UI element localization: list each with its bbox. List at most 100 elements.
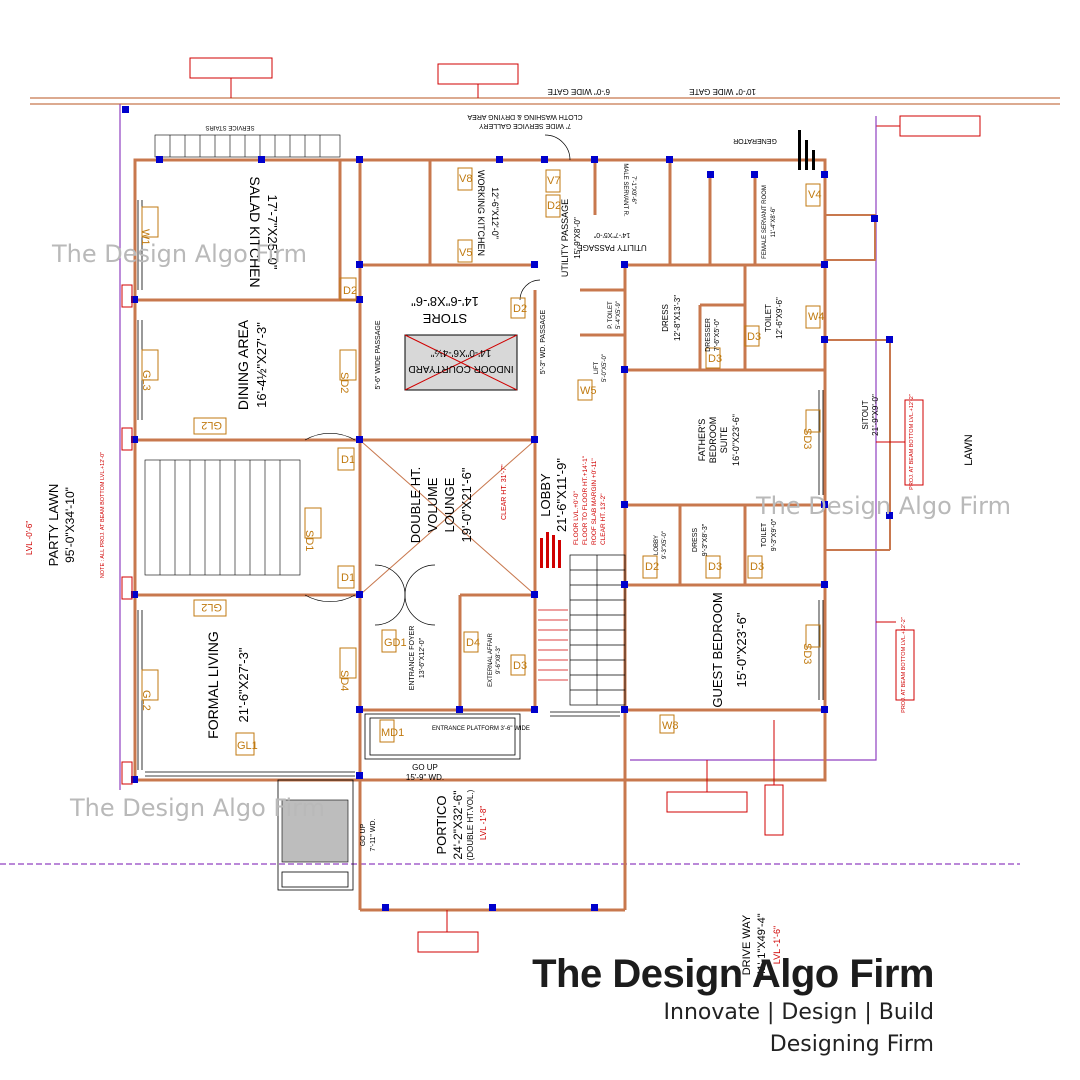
dresser-name: DRESSER	[705, 318, 712, 352]
female-servant-size: 11'-4"X8'-6"	[771, 207, 777, 238]
lobby-note-3: ROOF SLAB MARGIN +0'-11"	[591, 458, 598, 545]
red-bars-icon	[540, 532, 561, 568]
male-servant-name: MALE SERVANT R.	[622, 163, 628, 217]
lawn-name: LAWN	[963, 434, 975, 465]
svg-text:SD4: SD4	[338, 670, 350, 691]
p-toilet-size: 5'-4"X5'-9"	[616, 301, 622, 329]
lift-size: 5'-0"X5'-0"	[602, 354, 608, 382]
svg-text:SD3: SD3	[801, 643, 813, 664]
lobby-size: 21'-6"X11'-9"	[554, 458, 569, 532]
portico-size: 24'-2"X32'-6"	[451, 790, 465, 859]
lvl-party-label: LVL -0'-6"	[25, 521, 34, 555]
svg-text:D1: D1	[341, 572, 355, 584]
utility-passage2-size: 14'-7"X5'-0"	[593, 231, 630, 238]
female-servant-name: FEMALE SERVANT ROOM	[762, 185, 768, 259]
svg-text:MD1: MD1	[381, 727, 404, 739]
road-lines	[30, 97, 1060, 105]
dining-name: DINING AREA	[235, 319, 251, 410]
svg-text:V7: V7	[547, 175, 560, 187]
svg-text:GL2: GL2	[201, 419, 222, 431]
service-gallery-label: 7' WIDE SERVICE GALLERY	[479, 122, 571, 129]
opening-tags	[141, 167, 821, 756]
ramp-hatch	[281, 799, 349, 863]
door-swings	[304, 134, 571, 626]
svg-text:D3: D3	[513, 660, 527, 672]
sitout-name: SITOUT	[861, 400, 870, 429]
gate-label-1: 6'-0" WIDE GATE	[548, 87, 610, 96]
salad-kitchen-name: SALAD KITCHEN	[247, 176, 263, 287]
svg-text:D2: D2	[343, 285, 357, 297]
party-lawn-name: PARTY LAWN	[46, 484, 61, 567]
lobby-name: LOBBY	[538, 473, 553, 517]
entrance-foyer-size: 13'-6"X12'-0"	[419, 637, 426, 678]
indoor-courtyard	[404, 334, 518, 391]
dress1-size: 12'-8"X13'-3"	[673, 295, 682, 341]
fathers-size: 16'-0"X23'-6"	[731, 414, 741, 466]
annotation-texts: GO UP 15'-9" WD. GO UP 7'-11" WD. ENTRAN…	[25, 394, 915, 977]
formal-living-size: 21'-6"X27'-3"	[236, 647, 251, 722]
toilet2-size: 9'-3"X9'-0"	[771, 518, 778, 551]
svg-text:GL2: GL2	[140, 690, 152, 711]
fathers-line-2: BEDROOM	[708, 417, 718, 464]
lobby-small-name: LOBBY	[654, 535, 660, 555]
fathers-line-1: FATHER'S	[697, 419, 707, 462]
entrance-platform	[277, 713, 521, 891]
go-up-2-width: 7'-11" WD.	[370, 819, 377, 852]
building-walls	[133, 158, 827, 912]
svg-text:SD2: SD2	[338, 372, 350, 393]
svg-text:D3: D3	[708, 353, 722, 365]
utility-passage2-name: UTILITY PASSAGE	[577, 243, 647, 252]
lobby-note-2: FLOOR TO FLOOR HT.+14'-1"	[582, 455, 589, 545]
room-labels: SALAD KITCHEN 17'-7"X25'-0" DINING AREA …	[46, 113, 975, 860]
lounge-line-1: DOUBLE HT.	[408, 467, 423, 544]
svg-text:V8: V8	[459, 173, 472, 185]
note-proj-label: NOTE : ALL PROJ. AT BEAM BOTTOM LVL.+12'…	[100, 452, 106, 578]
watermark-right-middle: The Design Algo Firm	[756, 492, 1011, 520]
utility-passage-size: 15'-9"X8'-0"	[573, 217, 582, 259]
party-lawn-size: 95'-0"X34'-10"	[63, 487, 77, 563]
male-servant-size: 7'-1"X9'-6"	[630, 176, 636, 204]
dresser-size: 7'-6"X5'-0"	[714, 318, 721, 351]
dress2-name: DRESS	[692, 528, 699, 552]
cloth-washing-label: CLOTH WASHING & DRYING AREA	[467, 113, 582, 120]
lift-name: LIFT	[594, 362, 600, 375]
svg-text:GL2: GL2	[201, 601, 222, 613]
dress2-size: 9'-3"X8'-3"	[702, 523, 709, 556]
watermark-left-top: The Design Algo Firm	[52, 240, 307, 268]
svg-text:W4: W4	[808, 311, 825, 323]
salad-kitchen-size: 17'-7"X25'-0"	[265, 195, 280, 270]
drive-way-label: DRIVE WAY	[741, 914, 753, 975]
proj-annotations-top	[189, 57, 981, 137]
svg-text:V5: V5	[459, 247, 472, 259]
main-stairs	[569, 554, 626, 706]
fathers-line-3: SUITE	[719, 427, 729, 454]
store-size: 14'-6"X8'-6"	[411, 294, 479, 309]
wd-passage: 5'-3" WD. PASSAGE	[540, 309, 547, 374]
lounge-line-3: LOUNGE	[442, 477, 457, 532]
proj-beam-bottom-right: PROJ. AT BEAM BOTTOM LVL.+12'-2"	[901, 617, 907, 713]
service-stairs	[154, 134, 341, 158]
toilet1-size: 12'-6"X9'-6"	[775, 297, 784, 339]
working-kitchen-name: WORKING KITCHEN	[476, 170, 486, 256]
external-affair-size: 9'-6"X8'-3"	[496, 646, 502, 674]
p-toilet-name: P. TOILET	[608, 301, 614, 329]
svg-text:D2: D2	[547, 200, 561, 212]
lobby-note-1: FLOOR LVL.+0'-0"	[573, 490, 580, 545]
toilet1-name: TOILET	[764, 304, 773, 332]
lobby-note-4: CLEAR HT. 13'-2"	[600, 493, 607, 545]
entrance-platform-label: ENTRANCE PLATFORM 3'-6" WIDE	[432, 726, 530, 732]
guest-bedroom-name: GUEST BEDROOM	[710, 592, 725, 707]
lvl-driveway-label: LVL -1'-6"	[772, 926, 782, 964]
drive-way-size: 41'-1"X49'-4"	[756, 913, 768, 976]
svg-text:GL1: GL1	[237, 740, 258, 752]
dress1-name: DRESS	[661, 304, 670, 332]
brand-subtitle: Designing Firm	[769, 1032, 934, 1057]
entrance-foyer-name: ENTRANCE FOYER	[409, 626, 416, 691]
guest-bedroom-size: 15'-0"X23'-6"	[734, 612, 749, 687]
svg-text:W1: W1	[139, 229, 151, 246]
working-kitchen-size: 12'-6"X12'-0"	[490, 187, 500, 239]
generator-label: GENERATOR	[733, 137, 777, 144]
proj-beam-right: PROJ. AT BEAM BOTTOM LVL.+12'-2"	[909, 394, 915, 490]
generator-icon	[798, 130, 815, 170]
gate-label-2: 10'-0" WIDE GATE	[689, 87, 756, 96]
